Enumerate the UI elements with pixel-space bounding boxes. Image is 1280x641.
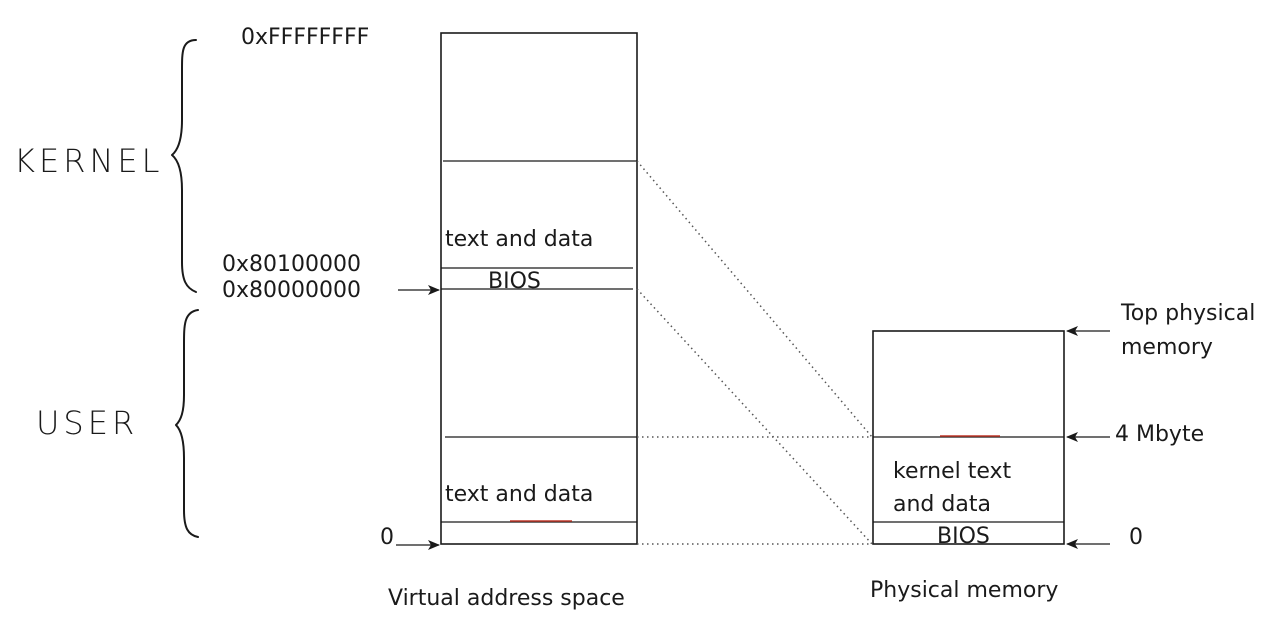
physical-memory: kernel text and data BIOS Physical memor… (870, 330, 1065, 603)
virtual-caption: Virtual address space (388, 586, 625, 611)
physical-bios-label: BIOS (937, 524, 990, 549)
physical-zero-label: 0 (1129, 525, 1143, 550)
address-kernlink-label: 0x80100000 (222, 252, 361, 277)
virtual-bios-label: BIOS (488, 269, 541, 294)
user-annotation: USER (36, 309, 199, 538)
user-brace (175, 309, 199, 538)
kernel-annotation: KERNEL (14, 39, 197, 293)
virtual-address-space: text and data BIOS text and data Virtual… (388, 32, 638, 611)
address-zero-label: 0 (380, 525, 394, 550)
top-physical-label-line2: memory (1121, 335, 1213, 360)
address-top-label: 0xFFFFFFFF (241, 25, 369, 50)
kernel-brace (171, 39, 197, 293)
virtual-address-labels: 0xFFFFFFFF 0x80100000 0x80000000 0 (222, 25, 440, 550)
virtual-user-text-label: text and data (445, 482, 593, 507)
kernel-base-mapping-line (636, 288, 873, 545)
physical-address-labels: Top physical memory 4 Mbyte 0 (1066, 301, 1255, 550)
four-mb-label: 4 Mbyte (1115, 422, 1204, 447)
user-label: USER (36, 404, 138, 442)
mapping-lines (636, 160, 873, 545)
address-kernbase-label: 0x80000000 (222, 278, 361, 303)
top-physical-label-line1: Top physical (1120, 301, 1255, 326)
kernel-top-mapping-line (636, 160, 873, 438)
physical-kernel-label-line2: and data (893, 492, 991, 517)
kernel-label: KERNEL (14, 142, 163, 180)
physical-caption: Physical memory (870, 578, 1058, 603)
physical-kernel-label-line1: kernel text (893, 459, 1012, 484)
virtual-kernel-text-label: text and data (445, 227, 593, 252)
